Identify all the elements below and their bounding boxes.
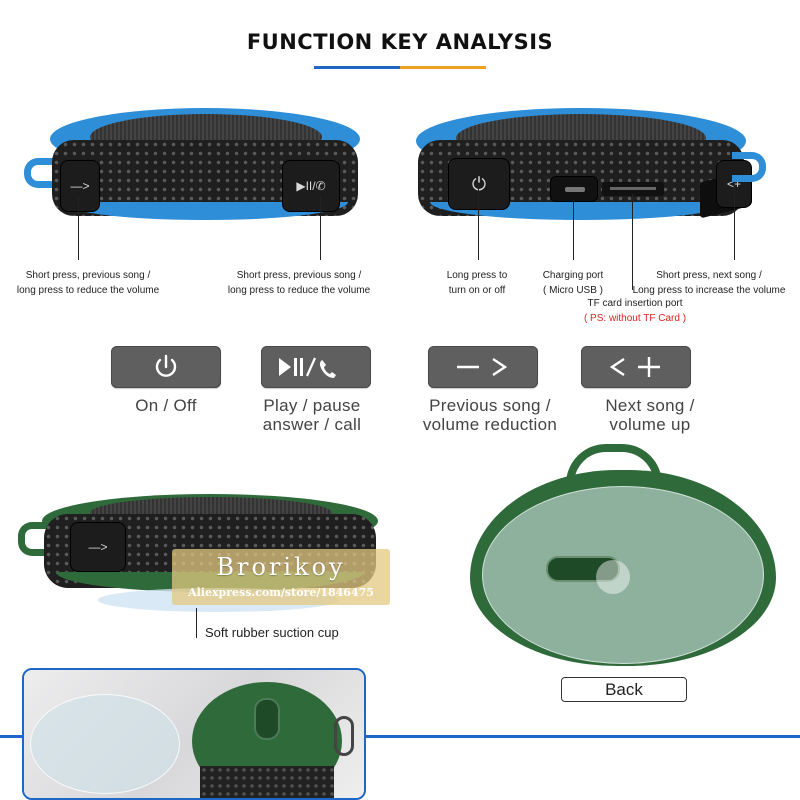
callout-power: Long press to turn on or off — [446, 270, 508, 296]
callout-line-power — [478, 186, 479, 260]
title-underline-blue — [314, 66, 400, 69]
back-suction-cup — [482, 486, 764, 664]
bottom-divider — [0, 735, 800, 738]
callout-line-tf — [632, 194, 633, 290]
callout-line-next — [734, 184, 735, 260]
callout-next: Short press, next song / Long press to i… — [632, 270, 786, 296]
callout-charging: Charging port ( Micro USB ) — [542, 270, 604, 296]
callout-tf-note: ( PS: without TF Card ) — [583, 313, 687, 324]
play-pause-phone-icon — [279, 357, 336, 378]
arrow-plus-icon — [609, 357, 660, 377]
next-key — [581, 346, 691, 388]
lifestyle-photo — [22, 668, 366, 800]
callout-line-left-1 — [78, 196, 79, 260]
back-slot — [546, 556, 620, 582]
carabiner — [334, 716, 354, 756]
callout-suction: Soft rubber suction cup — [205, 625, 339, 640]
store-watermark: Brorikoy Aliexpress.com/store/1846475 — [172, 549, 390, 605]
photo-suction-cup — [30, 694, 180, 794]
speaker-strap-right — [732, 152, 766, 182]
speaker-strap — [24, 158, 64, 188]
callout-line-charging — [573, 200, 574, 260]
speaker-bottom-rim — [62, 202, 348, 220]
play-key-on-speaker: ▶II/✆ — [282, 160, 340, 212]
callout-previous-right: Short press, previous song / long press … — [227, 270, 371, 296]
green-speaker-strap — [18, 522, 58, 556]
key-label-next: Next song / volume up — [605, 396, 695, 434]
play-pause-key — [261, 346, 371, 388]
page-title: FUNCTION KEY ANALYSIS — [246, 30, 554, 54]
photo-speaker-slot — [254, 698, 280, 740]
power-icon — [155, 354, 177, 377]
photo-speaker-base — [200, 766, 334, 798]
previous-key — [428, 346, 538, 388]
back-label: Back — [561, 677, 687, 702]
callout-previous-left: Short press, previous song / long press … — [16, 270, 160, 296]
minus-arrow-icon — [457, 358, 508, 376]
back-cup-center — [596, 560, 630, 594]
tf-card-slot — [602, 182, 664, 196]
micro-usb-port — [550, 176, 598, 202]
power-key-on-speaker: ⏻ — [448, 158, 510, 210]
title-underline-orange — [400, 66, 486, 69]
callout-tf: TF card insertion port — [587, 298, 683, 309]
callout-line-suction — [196, 608, 197, 638]
key-label-previous: Previous song / volume reduction — [422, 396, 558, 434]
callout-line-left-2 — [320, 196, 321, 260]
power-key — [111, 346, 221, 388]
key-label-play: Play / pause answer / call — [262, 396, 362, 434]
green-previous-key: —> — [70, 522, 126, 572]
key-label-power: On / Off — [135, 396, 197, 415]
previous-key-on-speaker: —> — [60, 160, 100, 212]
